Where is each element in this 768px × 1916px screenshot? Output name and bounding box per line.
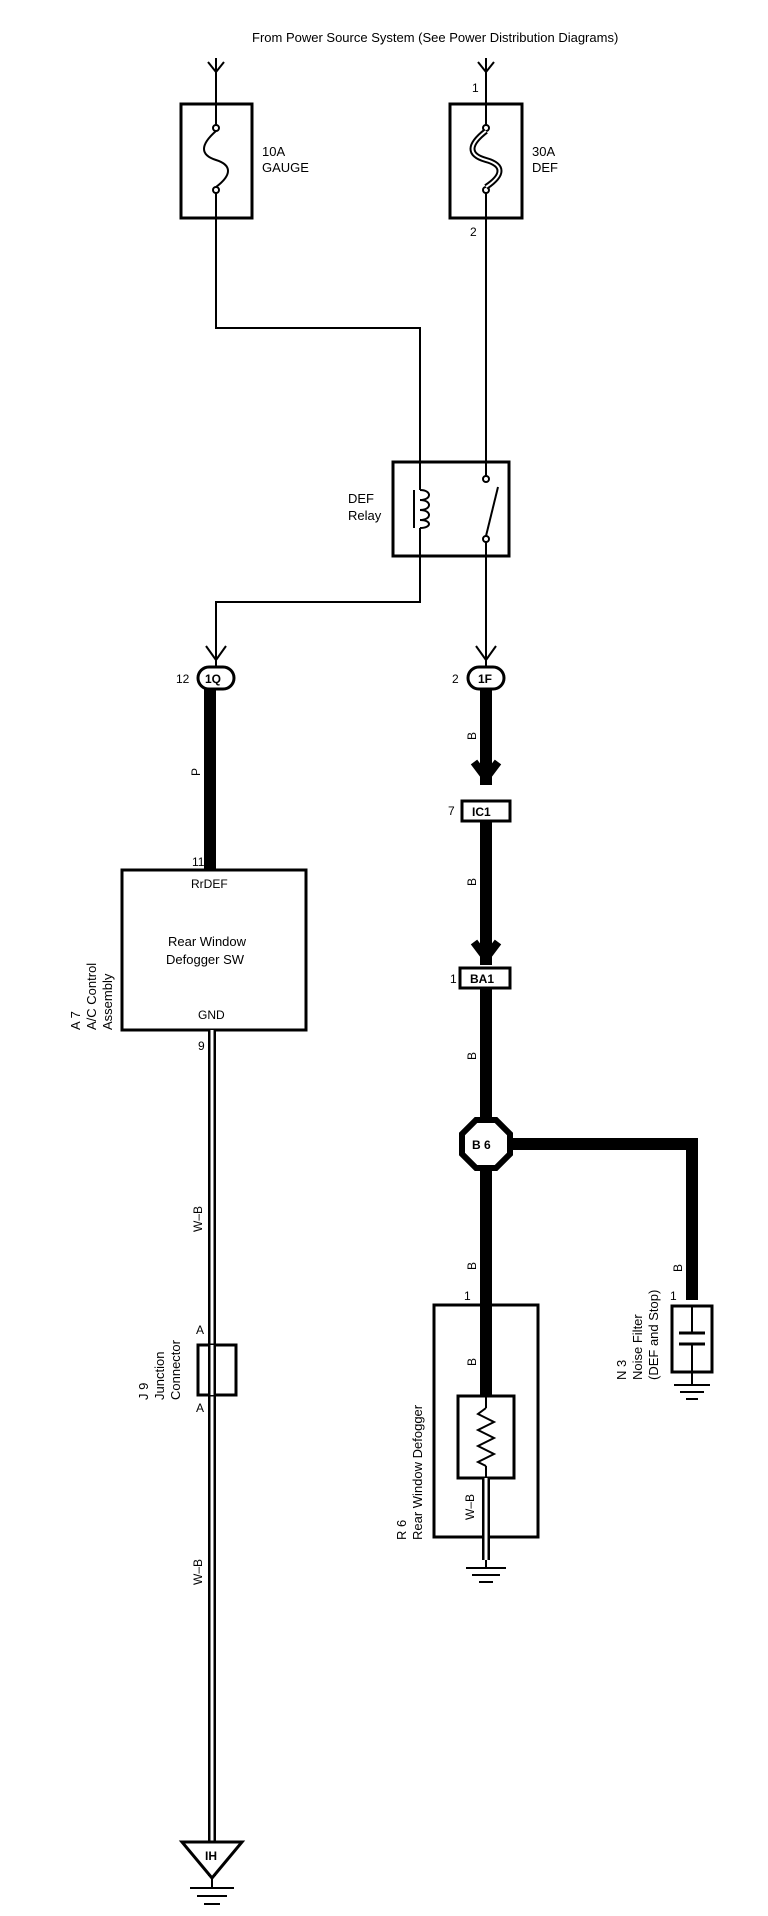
fuse-def-name: DEF <box>532 160 558 175</box>
ac-control-pin-top: 11 <box>192 855 205 869</box>
connector-ba1-id: BA1 <box>470 972 494 986</box>
connector-1q-pin: 12 <box>176 672 190 686</box>
fuse-def-pin-in: 1 <box>472 81 479 95</box>
fuse-10a-gauge <box>179 102 254 220</box>
ac-control-pin-bottom: 9 <box>198 1039 205 1053</box>
wire-color-b4: B <box>465 1262 479 1270</box>
header-label: From Power Source System (See Power Dist… <box>252 30 618 45</box>
wire-color-wb1: W–B <box>191 1206 205 1232</box>
fuse-gauge-rating: 10A <box>262 144 285 159</box>
noise-filter-pin: 1 <box>670 1289 677 1303</box>
noise-filter-line2: (DEF and Stop) <box>646 1290 661 1380</box>
junction-pin-bottom: A <box>196 1401 204 1415</box>
wire-color-b6: B <box>465 1358 479 1366</box>
fuse-def-rating: 30A <box>532 144 555 159</box>
wire-color-b5: B <box>671 1264 685 1272</box>
noise-filter-code: N 3 <box>614 1360 629 1380</box>
junction-pin-top: A <box>196 1323 204 1337</box>
wire-gauge-to-relay <box>215 218 421 490</box>
ground-ih <box>178 1840 246 1905</box>
rear-window-defogger <box>432 1303 540 1583</box>
connector-1q-id: 1Q <box>205 672 221 686</box>
junction-connector <box>196 1343 238 1397</box>
fuse-gauge-name: GAUGE <box>262 160 309 175</box>
wire-b-b6-noise-filter <box>506 1138 698 1300</box>
connector-ba1-pin: 1 <box>450 972 457 986</box>
defogger-name: Rear Window Defogger <box>410 1404 425 1540</box>
junction-code: J 9 <box>136 1383 151 1400</box>
noise-filter-line1: Noise Filter <box>630 1314 645 1380</box>
junction-line2: Connector <box>168 1339 183 1400</box>
ac-control-line1: A/C Control <box>84 963 99 1030</box>
relay-label-line1: DEF <box>348 491 374 506</box>
connector-b6 <box>459 1117 513 1171</box>
wire-color-b2: B <box>465 878 479 886</box>
defogger-code: R 6 <box>394 1520 409 1540</box>
wire-color-b3: B <box>465 1052 479 1060</box>
ac-control-line2: Assembly <box>100 973 115 1030</box>
junction-line1: Junction <box>152 1352 167 1400</box>
power-input-arrow-def <box>477 58 495 105</box>
connector-b6-id: B 6 <box>472 1138 491 1152</box>
wire-color-p: P <box>189 768 203 776</box>
defogger-pin: 1 <box>464 1289 471 1303</box>
ba1-arrow <box>470 939 502 965</box>
wire-color-wb3: W–B <box>463 1494 477 1520</box>
ac-control-term-top: RrDEF <box>191 877 228 891</box>
ac-control-term-bottom: GND <box>198 1008 225 1022</box>
connector-1f-arrow <box>475 645 497 662</box>
fuse-30a-def <box>448 102 524 220</box>
ac-control-switch-line1: Rear Window <box>168 934 247 949</box>
relay-label-line2: Relay <box>348 508 382 523</box>
wire-relay-to-1q <box>215 556 421 666</box>
ic1-arrow <box>470 759 502 785</box>
connector-ic1-pin: 7 <box>448 804 455 818</box>
ac-control-assembly <box>120 868 308 1032</box>
connector-ic1-id: IC1 <box>472 805 491 819</box>
wire-color-b1: B <box>465 732 479 740</box>
ac-control-switch-line2: Defogger SW <box>166 952 245 967</box>
noise-filter <box>670 1304 714 1400</box>
connector-1q-arrow <box>205 645 227 662</box>
connector-1f-pin: 2 <box>452 672 459 686</box>
fuse-def-pin-out: 2 <box>470 225 477 239</box>
def-relay <box>391 460 511 558</box>
ac-control-code: A 7 <box>68 1011 83 1030</box>
connector-1f-id: 1F <box>478 672 492 686</box>
wire-color-wb2: W–B <box>191 1559 205 1585</box>
power-input-arrow-gauge <box>207 58 225 105</box>
ground-ih-id: IH <box>205 1849 217 1863</box>
